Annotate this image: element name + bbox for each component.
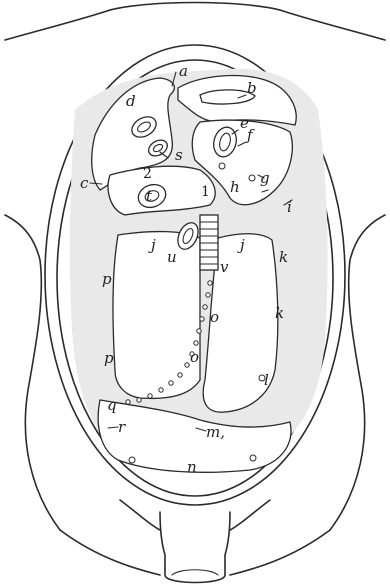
label-k-lower: k — [275, 304, 284, 322]
label-p-lower: p — [104, 349, 114, 367]
label-v: v — [220, 258, 229, 276]
label-q: q — [107, 396, 117, 414]
label-k-upper: k — [279, 248, 288, 266]
label-h: h — [230, 178, 240, 196]
label-c: c — [80, 174, 89, 192]
upper-compartments — [92, 76, 297, 215]
label-d: d — [126, 92, 136, 110]
label-o-upper: o — [210, 308, 219, 326]
vertebral-column — [200, 215, 218, 270]
label-p-upper: p — [102, 270, 112, 288]
label-g: g — [260, 169, 270, 187]
label-u: u — [167, 248, 177, 266]
label-l: l — [264, 371, 269, 389]
label-t: t — [146, 187, 153, 205]
label-a: a — [179, 62, 188, 80]
label-1: 1 — [201, 184, 210, 200]
label-i: i — [287, 198, 292, 216]
label-b: b — [247, 79, 257, 97]
label-n: n — [187, 458, 197, 476]
label-r: r — [118, 418, 126, 436]
label-2: 2 — [143, 166, 152, 182]
label-o-lower: o — [190, 348, 199, 366]
label-s: s — [175, 146, 183, 164]
label-m: m, — [206, 423, 225, 441]
